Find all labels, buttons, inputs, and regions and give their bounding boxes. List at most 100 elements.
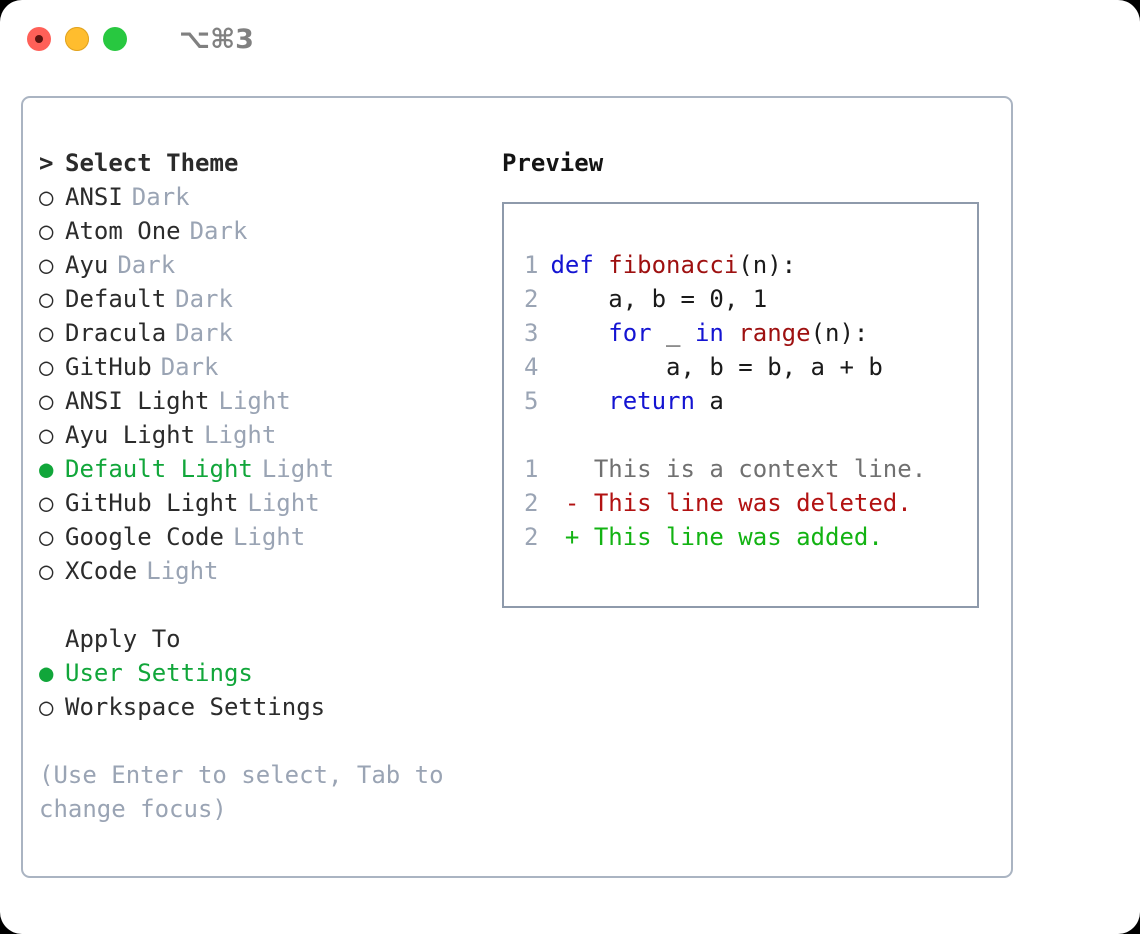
theme-option-row[interactable]: ● Default Light Light: [39, 452, 489, 486]
keyboard-hint-text: (Use Enter to select, Tab to change focu…: [39, 761, 444, 823]
code-line-number: 5: [524, 387, 539, 415]
apply-to-list: ●User Settings ○ Workspace Settings: [39, 656, 489, 724]
code-line: 1 def fibonacci(n):: [504, 248, 977, 282]
code-token-plain: [550, 387, 608, 415]
theme-option-row[interactable]: ○ GitHub Light Light: [39, 486, 489, 520]
theme-option-label: ANSI: [65, 183, 123, 211]
radio-unselected-icon[interactable]: ○: [39, 489, 54, 517]
code-token-plain: a, b = b, a + b: [550, 353, 883, 381]
code-token-plain: a: [694, 387, 724, 415]
code-line: 2 a, b = 0, 1: [504, 282, 977, 316]
radio-unselected-icon[interactable]: ○: [39, 217, 54, 245]
code-token-fn: fibonacci: [608, 251, 739, 279]
theme-option-label: Dracula: [65, 319, 167, 347]
prompt-caret-icon: >: [39, 149, 54, 177]
theme-variant-badge: Light: [218, 387, 291, 415]
diff-line: 2 + This line was added.: [504, 520, 977, 554]
theme-variant-badge: Dark: [189, 217, 248, 245]
theme-variant-badge: Dark: [160, 353, 219, 381]
theme-option-label: ANSI Light: [65, 387, 210, 415]
theme-variant-badge: Light: [232, 523, 306, 551]
code-token-kw: def: [550, 251, 609, 279]
theme-option-row[interactable]: ○ Google Code Light: [39, 520, 489, 554]
maximize-window-icon[interactable]: [103, 27, 127, 51]
theme-option-label: Default Light: [65, 455, 253, 483]
code-token-plain: (n):: [738, 251, 797, 279]
theme-variant-badge: Dark: [131, 183, 190, 211]
diff-sign: [565, 455, 579, 483]
theme-option-label: Default: [65, 285, 167, 313]
radio-unselected-icon[interactable]: ○: [39, 693, 54, 721]
diff-line: 2 - This line was deleted.: [504, 486, 977, 520]
radio-unselected-icon[interactable]: ○: [39, 353, 54, 381]
diff-text: This is a context line.: [593, 455, 927, 483]
theme-option-label: Google Code: [65, 523, 224, 551]
code-token-kw: for: [608, 319, 652, 347]
diff-text: This line was deleted.: [593, 489, 912, 517]
theme-variant-badge: Light: [146, 557, 219, 585]
diff-line-number: 2: [524, 523, 539, 551]
apply-to-title: Apply To: [65, 625, 181, 653]
theme-variant-badge: Light: [204, 421, 277, 449]
list-spacer: [39, 588, 489, 622]
radio-unselected-icon[interactable]: ○: [39, 319, 54, 347]
theme-option-label: GitHub: [65, 353, 152, 381]
diff-text: This line was added.: [593, 523, 883, 551]
theme-variant-badge: Dark: [117, 251, 176, 279]
diff-line: 1 This is a context line.: [504, 452, 977, 486]
code-line-number: 4: [524, 353, 539, 381]
select-theme-header: > Select Theme: [39, 146, 489, 180]
theme-option-row[interactable]: ○ ANSI Light Light: [39, 384, 489, 418]
theme-option-row[interactable]: ○ Atom One Dark: [39, 214, 489, 248]
code-line-number: 3: [524, 319, 539, 347]
radio-unselected-icon[interactable]: ○: [39, 523, 54, 551]
radio-unselected-icon[interactable]: ○: [39, 557, 54, 585]
code-token-plain: [550, 319, 608, 347]
theme-variant-badge: Light: [247, 489, 320, 517]
theme-variant-badge: Light: [261, 455, 335, 483]
diff-sample: 1 This is a context line.2 - This line w…: [504, 452, 977, 554]
theme-option-label: Ayu: [65, 251, 109, 279]
radio-selected-icon[interactable]: ●: [39, 455, 54, 483]
diff-sign: -: [564, 489, 580, 517]
code-token-kw: in: [694, 319, 724, 347]
code-token-plain: [724, 319, 738, 347]
apply-to-option-label: Workspace Settings: [65, 693, 326, 721]
diff-sign: +: [564, 523, 580, 551]
code-line-number: 2: [524, 285, 539, 313]
radio-unselected-icon[interactable]: ○: [39, 387, 54, 415]
theme-option-row[interactable]: ○ Ayu Dark: [39, 248, 489, 282]
preview-title: Preview: [502, 149, 604, 177]
theme-option-label: Atom One: [65, 217, 181, 245]
code-diff-separator: [504, 418, 977, 452]
theme-option-row[interactable]: ○ XCode Light: [39, 554, 489, 588]
radio-unselected-icon[interactable]: ○: [39, 285, 54, 313]
minimize-window-icon[interactable]: [65, 27, 89, 51]
apply-to-marker-placeholder: ○: [39, 622, 65, 656]
theme-option-row[interactable]: ○ GitHub Dark: [39, 350, 489, 384]
code-line: 5 return a: [504, 384, 977, 418]
apply-to-option-row[interactable]: ●User Settings: [39, 656, 489, 690]
radio-unselected-icon[interactable]: ○: [39, 251, 54, 279]
theme-option-row[interactable]: ○ Default Dark: [39, 282, 489, 316]
close-window-icon[interactable]: [27, 27, 51, 51]
theme-option-label: GitHub Light: [65, 489, 239, 517]
theme-option-label: XCode: [65, 557, 138, 585]
radio-selected-icon[interactable]: ●: [39, 659, 54, 687]
title-bar: ⌥⌘3: [0, 0, 1140, 78]
apply-to-header: ○ Apply To: [39, 622, 489, 656]
radio-unselected-icon[interactable]: ○: [39, 183, 54, 211]
code-token-plain: (n):: [810, 319, 869, 347]
theme-option-row[interactable]: ○ ANSI Dark: [39, 180, 489, 214]
code-line: 4 a, b = b, a + b: [504, 350, 977, 384]
radio-unselected-icon[interactable]: ○: [39, 421, 54, 449]
theme-variant-badge: Dark: [175, 285, 233, 313]
apply-to-option-row[interactable]: ○ Workspace Settings: [39, 690, 489, 724]
